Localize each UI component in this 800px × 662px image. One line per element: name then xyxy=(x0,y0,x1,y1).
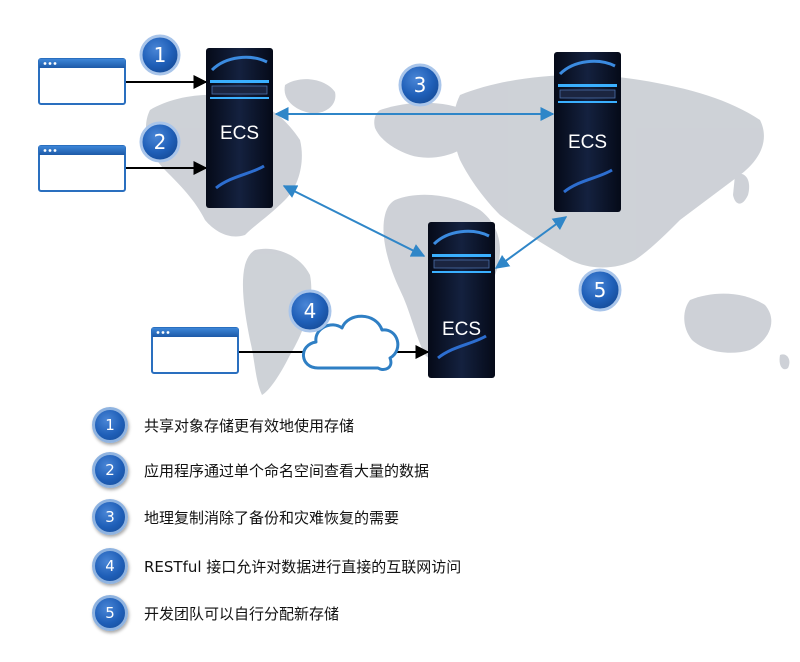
legend-item-3: 3 地理复制消除了备份和灾难恢复的需要 xyxy=(92,497,399,537)
client-window-2 xyxy=(38,145,126,192)
cloud-icon xyxy=(302,314,400,372)
map-australia xyxy=(684,293,772,353)
svg-text:3: 3 xyxy=(414,73,427,97)
ecs-server-2-label: ECS xyxy=(568,132,607,153)
arrow-ecs1-ecs3 xyxy=(282,185,426,257)
legend-text-1: 共享对象存储更有效地使用存储 xyxy=(144,416,355,435)
legend-badge-2: 2 xyxy=(92,452,128,488)
step-badge-1: 1 xyxy=(139,34,181,76)
ecs-diagram: ECS ECS ECS 1 2 3 4 5 xyxy=(38,34,790,395)
map-south-america xyxy=(242,248,312,395)
ecs-server-1: ECS xyxy=(206,48,273,208)
arrow-ecs2-ecs3 xyxy=(494,216,568,269)
svg-text:4: 4 xyxy=(304,299,317,323)
legend-badge-5: 5 xyxy=(92,595,128,631)
ecs-server-1-label: ECS xyxy=(220,123,259,144)
legend-item-1: 1 共享对象存储更有效地使用存储 xyxy=(92,405,354,445)
client-window-3 xyxy=(151,327,239,374)
map-new-zealand xyxy=(779,354,790,370)
map-greenland xyxy=(284,79,336,114)
svg-text:5: 5 xyxy=(594,278,607,302)
legend-item-5: 5 开发团队可以自行分配新存储 xyxy=(92,593,339,633)
legend-text-3: 地理复制消除了备份和灾难恢复的需要 xyxy=(144,508,400,527)
legend-badge-3: 3 xyxy=(92,499,128,535)
svg-text:2: 2 xyxy=(154,130,167,154)
legend-text-2: 应用程序通过单个命名空间查看大量的数据 xyxy=(144,461,430,480)
client-window-1 xyxy=(38,58,126,105)
legend-item-4: 4 RESTful 接口允许对数据进行直接的互联网访问 xyxy=(92,546,461,586)
ecs-server-3-label: ECS xyxy=(442,319,481,340)
legend-text-5: 开发团队可以自行分配新存储 xyxy=(144,604,340,623)
ecs-server-2: ECS xyxy=(554,52,621,212)
svg-text:1: 1 xyxy=(154,43,167,67)
ecs-server-3: ECS xyxy=(428,222,495,378)
legend-text-4: RESTful 接口允许对数据进行直接的互联网访问 xyxy=(144,557,462,576)
step-badge-5: 5 xyxy=(578,268,622,312)
step-badge-2: 2 xyxy=(139,121,181,163)
legend-item-2: 2 应用程序通过单个命名空间查看大量的数据 xyxy=(92,450,429,490)
step-badge-4: 4 xyxy=(288,289,332,333)
legend-badge-1: 1 xyxy=(92,407,128,443)
step-badge-3: 3 xyxy=(398,63,442,107)
legend-badge-4: 4 xyxy=(92,548,128,584)
map-japan xyxy=(733,173,750,204)
